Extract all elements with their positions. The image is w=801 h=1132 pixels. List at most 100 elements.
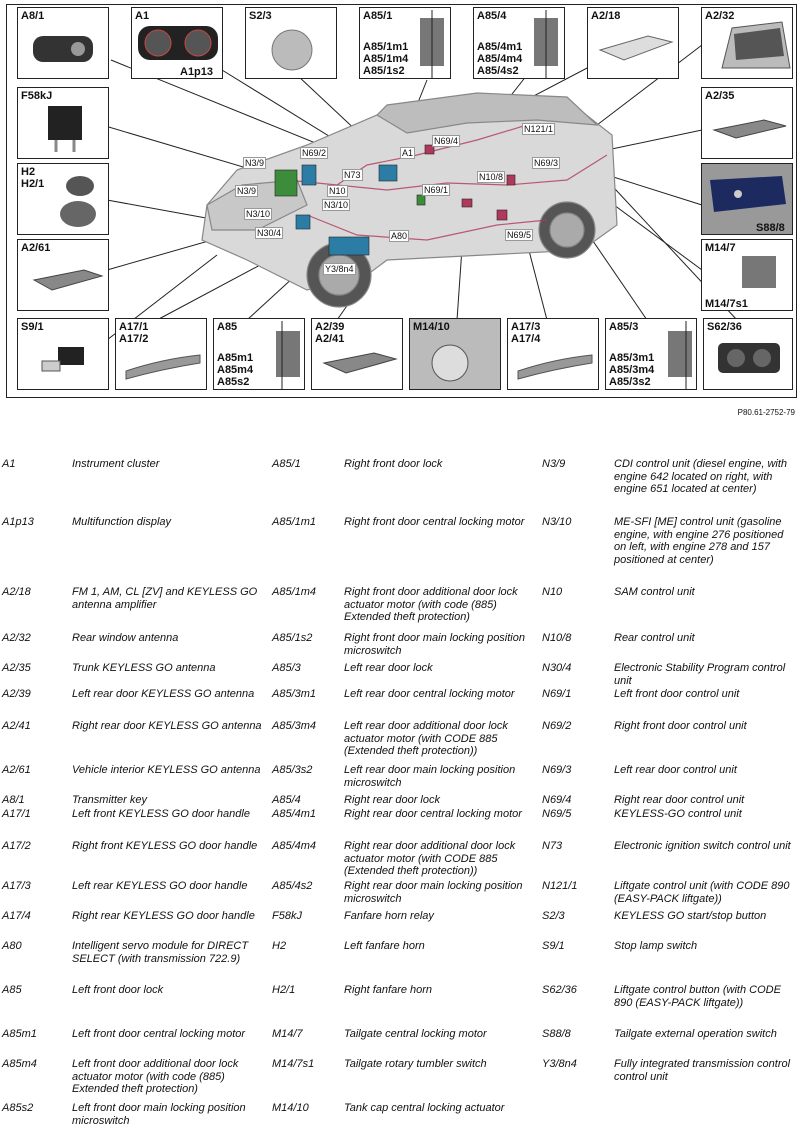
callout-label: Y3/8n4 [323, 263, 356, 275]
legend-code: N69/3 [542, 764, 572, 776]
legend-description: Tailgate central locking motor [344, 1028, 487, 1040]
legend-code: A2/18 [2, 586, 31, 598]
component-box-a2-18: A2/18 [587, 7, 679, 79]
legend-description: Left front door central locking motor [72, 1028, 246, 1040]
legend-description: Electronic ignition switch control unit [614, 840, 791, 852]
legend-code: H2 [272, 940, 287, 952]
legend-code: A2/39 [2, 688, 31, 700]
legend-code: Y3/8n4 [542, 1058, 577, 1070]
legend-code: M14/7s1 [272, 1058, 315, 1070]
legend-description: Left rear door central locking motor [344, 688, 515, 700]
legend-description: Right fanfare horn [344, 984, 433, 996]
door-lock-icon [534, 10, 558, 78]
figure-reference: P80.61-2752-79 [737, 408, 795, 417]
component-label: H2 H2/1 [21, 166, 45, 190]
legend-code: N10/8 [542, 632, 572, 644]
component-box-s62-36: S62/36 [703, 318, 793, 390]
door-lock-icon [420, 10, 444, 78]
legend-description: Right rear door KEYLESS GO antenna [72, 720, 262, 732]
legend-description: Instrument cluster [72, 458, 160, 470]
legend-code: A1p13 [2, 516, 34, 528]
legend-code: A85m4 [2, 1058, 37, 1070]
callout-label: N10/8 [477, 171, 506, 183]
component-box-h2: H2 H2/1 [17, 163, 109, 235]
callout-label: N69/3 [532, 157, 561, 169]
legend-code: A85/4s2 [272, 880, 313, 892]
legend-description: Left front door lock [72, 984, 164, 996]
rear-window-antenna-icon [721, 21, 791, 69]
legend-code: F58kJ [272, 910, 302, 922]
callout-label: N3/9 [243, 157, 267, 169]
legend-description: Left front KEYLESS GO door handle [72, 808, 250, 820]
callout-label: A1 [400, 147, 416, 159]
legend-code: N30/4 [542, 662, 572, 674]
legend-code: S9/1 [542, 940, 565, 952]
transmitter-key-icon [33, 36, 93, 62]
callout-label: N69/2 [300, 147, 329, 159]
legend-description: Right front door control unit [614, 720, 747, 732]
vehicle-illustration [101, 44, 738, 341]
door-antenna-icon [322, 352, 398, 374]
callout-label: N30/4 [255, 227, 284, 239]
legend-description: Left front door additional door lock act… [72, 1058, 239, 1095]
legend-description: KEYLESS-GO control unit [614, 808, 742, 820]
legend-code: A85/4 [272, 794, 301, 806]
component-label: A2/35 [705, 90, 735, 102]
legend-code: S88/8 [542, 1028, 571, 1040]
legend-code: A85/1s2 [272, 632, 313, 644]
legend-description: Right rear door lock [344, 794, 440, 806]
legend-code: N69/5 [542, 808, 572, 820]
legend-description: Right rear door central locking motor [344, 808, 522, 820]
component-label: A8/1 [21, 10, 45, 22]
callout-label: N3/10 [322, 199, 351, 211]
component-label: A17/1 A17/2 [119, 321, 149, 345]
component-label: A85/4 [477, 10, 507, 22]
component-sublabel: A85/4m1 A85/4m4 A85/4s2 [477, 41, 523, 77]
legend-description: Liftgate control button (with CODE 890 (… [614, 984, 781, 1009]
legend-code: N69/1 [542, 688, 572, 700]
legend-code: A17/4 [2, 910, 31, 922]
legend-description: Tank cap central locking actuator [344, 1102, 505, 1114]
legend-code: N73 [542, 840, 563, 852]
callout-label: N3/9 [235, 185, 259, 197]
legend-description: Left fanfare horn [344, 940, 425, 952]
door-handle-icon [517, 354, 593, 380]
component-box-m14-7: M14/7 M14/7s1 [701, 239, 793, 311]
component-sublabel: A1p13 [180, 66, 214, 78]
legend-code: A85/3m4 [272, 720, 317, 732]
callout-label: N73 [342, 169, 363, 181]
component-label: A2/32 [705, 10, 735, 22]
legend-description: Fully integrated transmission control co… [614, 1058, 791, 1083]
component-label: A2/18 [591, 10, 621, 22]
legend-code: A2/32 [2, 632, 31, 644]
component-box-a85-3: A85/3 A85/3m1 A85/3m4 A85/3s2 [605, 318, 697, 390]
legend-code: A17/2 [2, 840, 31, 852]
tailgate-switch-icon [702, 164, 792, 234]
component-box-a2-35: A2/35 [701, 87, 793, 159]
component-label: M14/10 [413, 321, 450, 333]
component-box-a85: A85 A85m1 A85m4 A85s2 [213, 318, 305, 390]
component-box-a17-1: A17/1 A17/2 [115, 318, 207, 390]
trunk-antenna-icon [712, 119, 787, 139]
legend-code: A17/1 [2, 808, 31, 820]
legend-code: A85/1m4 [272, 586, 317, 598]
component-sublabel: S88/8 [756, 222, 785, 234]
component-label: A1 [135, 10, 150, 22]
legend-code: A85/3 [272, 662, 301, 674]
component-sublabel: M14/7s1 [705, 298, 748, 310]
legend-description: Rear window antenna [72, 632, 179, 644]
legend-code: M14/7 [272, 1028, 303, 1040]
callout-label: N121/1 [522, 123, 556, 135]
relay-icon [48, 106, 82, 152]
legend-code: A85/1 [272, 458, 301, 470]
component-box-a2-61: A2/61 [17, 239, 109, 311]
legend-description: FM 1, AM, CL [ZV] and KEYLESS GO antenna… [72, 586, 258, 611]
component-label: A85/3 [609, 321, 639, 333]
legend-code: M14/10 [272, 1102, 309, 1114]
legend-description: Left front door control unit [614, 688, 740, 700]
legend-description: Left front door main locking position mi… [72, 1102, 246, 1127]
legend-description: Liftgate control unit (with CODE 890 (EA… [614, 880, 790, 905]
tank-cap-actuator-icon [410, 319, 500, 389]
legend-code: A85s2 [2, 1102, 34, 1114]
legend-description: CDI control unit (diesel engine, with en… [614, 458, 788, 495]
